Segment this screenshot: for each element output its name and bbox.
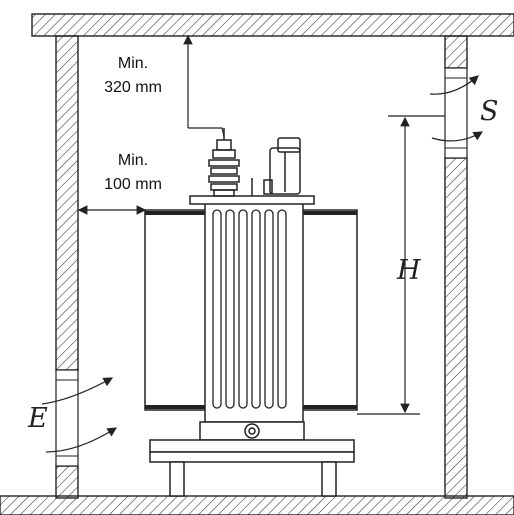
hv-bushing	[208, 128, 240, 197]
radiator-fins	[212, 209, 287, 409]
top-clearance-label-line2: 320 mm	[104, 79, 162, 96]
inlet-vent	[55, 369, 79, 467]
side-clearance-label-line2: 100 mm	[104, 176, 162, 193]
top-clearance-label-line1: Min.	[118, 55, 148, 72]
outlet-label: S	[480, 96, 499, 127]
transformer	[144, 128, 358, 497]
ceiling-wall	[31, 13, 514, 37]
cover-plate	[189, 195, 315, 205]
floor	[0, 495, 514, 515]
outlet-vent	[444, 67, 468, 159]
inlet-label: E	[27, 403, 48, 434]
side-clearance-label-line1: Min.	[118, 152, 148, 169]
outlet-airflow-arrows	[429, 75, 484, 142]
radiator	[204, 199, 304, 423]
wheel-left	[169, 461, 185, 497]
room-walls	[0, 13, 514, 515]
top-clearance-dimension	[183, 34, 225, 137]
inlet-airflow-arrows	[41, 377, 118, 453]
valve	[244, 423, 260, 439]
left-wall-lower	[55, 465, 79, 499]
right-wall-lower	[444, 157, 468, 499]
height-label: H	[396, 255, 421, 286]
wheel-right	[321, 461, 337, 497]
left-wall-upper	[55, 35, 79, 371]
right-wall-upper	[444, 35, 468, 69]
relay-box	[263, 137, 301, 195]
height-dimension	[357, 115, 445, 415]
